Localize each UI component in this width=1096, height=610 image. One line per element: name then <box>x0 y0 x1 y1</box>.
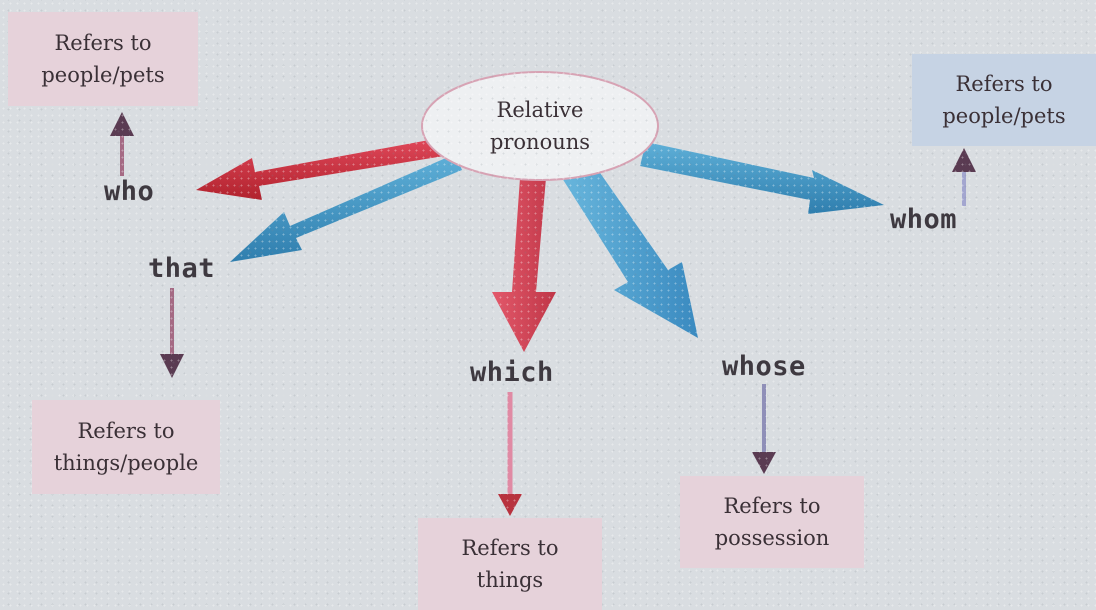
arrow-which <box>492 178 556 352</box>
desc-that-line-1: Refers to <box>77 419 175 443</box>
desc-box-whom: Refers to people/pets <box>912 54 1096 146</box>
desc-whom-line-1: Refers to <box>955 72 1053 96</box>
arrow-whose <box>562 170 698 338</box>
desc-box-that: Refers to things/people <box>32 400 220 494</box>
desc-that-line-2: things/people <box>53 451 199 475</box>
center-line-1: Relative <box>496 98 584 122</box>
desc-whose-line-2: possession <box>714 526 830 550</box>
center-node <box>421 71 659 181</box>
word-which: which <box>470 357 554 388</box>
connector-who-head <box>110 112 134 136</box>
desc-box-whose: Refers to possession <box>680 476 864 568</box>
desc-which-line-2: things <box>476 568 544 592</box>
desc-box-who: Refers to people/pets <box>8 12 198 106</box>
desc-which-line-1: Refers to <box>461 536 559 560</box>
word-that: that <box>148 253 216 284</box>
connector-whose-head <box>752 452 776 474</box>
word-whose: whose <box>722 351 806 382</box>
desc-who-line-2: people/pets <box>41 63 165 87</box>
word-whom: whom <box>890 204 958 235</box>
desc-box-which: Refers to things <box>418 518 602 610</box>
word-who: who <box>104 176 155 207</box>
arrow-whom <box>640 142 884 214</box>
center-line-2: pronouns <box>489 130 591 154</box>
connector-which-head <box>498 494 522 516</box>
center-label: Relative pronouns <box>422 72 658 180</box>
desc-whose-line-1: Refers to <box>723 494 821 518</box>
arrow-who <box>196 138 444 200</box>
desc-whom-line-2: people/pets <box>942 104 1066 128</box>
desc-who-line-1: Refers to <box>54 31 152 55</box>
arrow-that <box>230 154 462 262</box>
connector-whom-head <box>952 148 976 172</box>
connector-that-head <box>160 354 184 378</box>
